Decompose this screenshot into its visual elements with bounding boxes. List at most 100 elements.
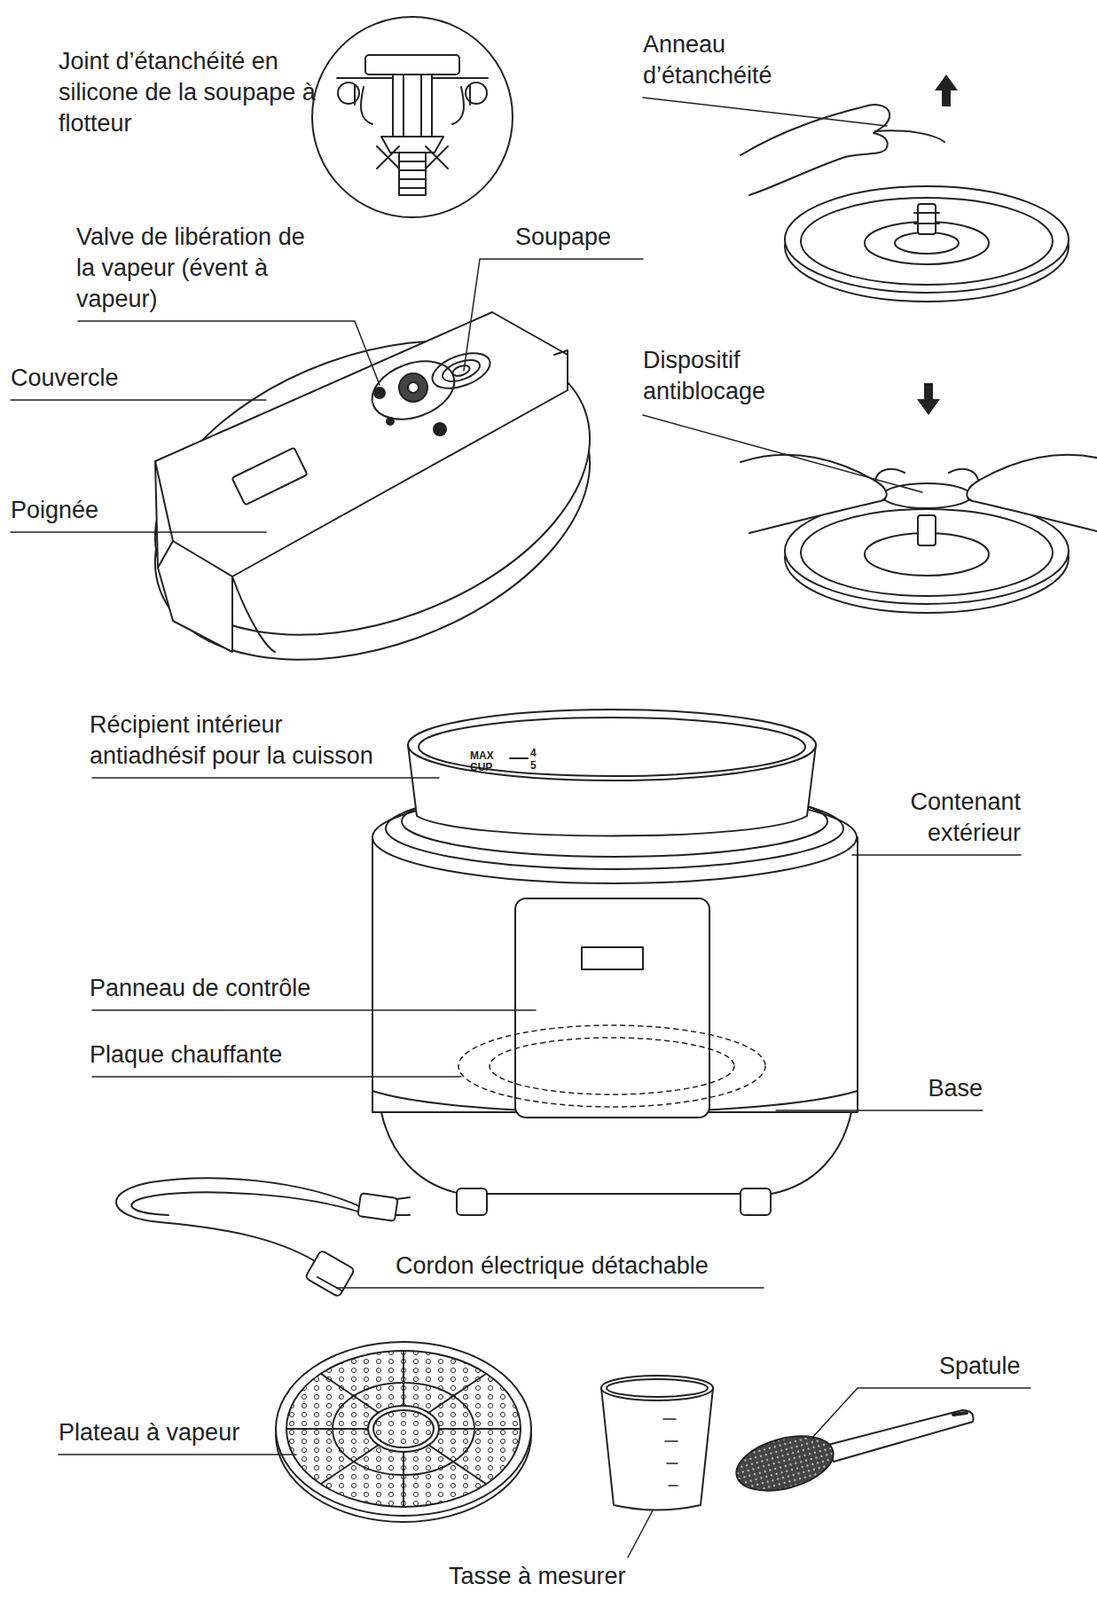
heating-plate bbox=[458, 1025, 766, 1107]
arrow-up bbox=[934, 74, 958, 107]
pot-marking: CUP bbox=[470, 761, 493, 774]
inner-pot bbox=[407, 709, 816, 837]
part-label: Panneau de contrôle bbox=[89, 972, 311, 1004]
lid-ring-removal-part bbox=[917, 203, 936, 235]
measuring-cup-part bbox=[663, 1418, 678, 1486]
part-label: Tasse à mesurer bbox=[448, 1560, 627, 1592]
leader-lines-part bbox=[463, 258, 643, 371]
leader-lines bbox=[10, 97, 1031, 1558]
lid-ring-removal-part bbox=[784, 186, 1069, 293]
lid-antiblock-part bbox=[948, 469, 979, 480]
pot-marking: 4 bbox=[530, 747, 537, 760]
leader-lines-part bbox=[852, 854, 1021, 856]
power-cord-part bbox=[357, 1192, 398, 1222]
lid-antiblock-part bbox=[917, 515, 936, 546]
cooker-base-part bbox=[456, 1188, 487, 1215]
valve-detail-part bbox=[381, 136, 444, 153]
lid bbox=[114, 285, 631, 715]
leader-lines-part bbox=[627, 1510, 653, 1558]
lid-antiblock-part bbox=[882, 483, 972, 509]
part-label: Contenant extérieur bbox=[869, 786, 1021, 849]
arrow-down bbox=[916, 383, 941, 416]
spatula-part bbox=[953, 1412, 967, 1415]
spatula-part bbox=[824, 1410, 974, 1462]
part-label: Joint d’étanchéité en silicone de la sou… bbox=[58, 46, 316, 140]
lid-part bbox=[407, 382, 419, 393]
lid-part bbox=[427, 345, 495, 395]
leader-lines-part bbox=[775, 1109, 983, 1112]
valve-detail-part bbox=[403, 74, 422, 137]
leader-lines-part bbox=[642, 97, 887, 126]
lid-part bbox=[232, 576, 275, 652]
cooker-base bbox=[372, 785, 858, 1215]
valve-detail bbox=[312, 16, 513, 218]
part-label: Anneau d’étanchéité bbox=[642, 29, 830, 92]
inner-pot-part bbox=[418, 717, 806, 776]
part-label: Cordon électrique détachable bbox=[395, 1250, 709, 1282]
valve-detail-part bbox=[465, 82, 487, 104]
lid-part bbox=[364, 350, 463, 430]
power-cord-part bbox=[396, 1197, 410, 1215]
lid-antiblock-part bbox=[740, 454, 887, 533]
power-cord-part bbox=[305, 1249, 355, 1297]
lid-antiblock bbox=[740, 454, 1097, 613]
measuring-cup-part bbox=[601, 1387, 714, 1511]
valve-detail-part bbox=[392, 74, 432, 137]
lid-part bbox=[114, 285, 631, 690]
leader-lines-part bbox=[811, 1387, 1031, 1439]
leader-lines-part bbox=[10, 399, 267, 401]
lid-part bbox=[374, 387, 385, 399]
lid-part bbox=[231, 447, 307, 506]
leader-lines-part bbox=[10, 531, 267, 533]
lid-ring-removal-part bbox=[914, 212, 940, 224]
lid-antiblock-part bbox=[875, 469, 905, 480]
control-panel-part bbox=[581, 947, 643, 970]
valve-detail-part bbox=[337, 82, 360, 104]
valve-detail-part bbox=[312, 16, 513, 218]
lid-part bbox=[554, 350, 568, 382]
lid-part bbox=[439, 355, 483, 386]
part-label: Plateau à vapeur bbox=[58, 1417, 240, 1449]
measuring-cup-part bbox=[601, 1375, 714, 1401]
part-label: Couvercle bbox=[10, 362, 119, 394]
lid-part bbox=[451, 363, 471, 378]
steamer-tray bbox=[275, 1341, 532, 1522]
measuring-cup bbox=[601, 1375, 714, 1511]
heating-plate-part bbox=[458, 1025, 766, 1107]
leader-lines-part bbox=[336, 1286, 764, 1289]
lid-ring-removal bbox=[740, 104, 1069, 302]
pot-marking: 5 bbox=[530, 760, 537, 772]
valve-detail-part bbox=[360, 86, 464, 125]
steamer-tray-part bbox=[275, 1341, 532, 1516]
lid-antiblock-part bbox=[966, 454, 1097, 533]
leader-lines-part bbox=[78, 321, 380, 385]
measuring-cup-part bbox=[606, 1379, 708, 1397]
part-label: Soupape bbox=[515, 221, 612, 253]
power-cord bbox=[116, 1177, 410, 1297]
spatula bbox=[730, 1410, 974, 1501]
steamer-tray-part bbox=[373, 1410, 434, 1448]
lid-part bbox=[155, 461, 173, 541]
lid-part bbox=[157, 540, 233, 577]
part-label: Plaque chauffante bbox=[89, 1039, 283, 1071]
part-label: Récipient intérieur antiadhésif pour la … bbox=[89, 709, 405, 772]
inner-pot-part bbox=[407, 709, 816, 781]
inner-pot-part bbox=[509, 757, 528, 760]
steamer-tray-part bbox=[286, 1350, 521, 1507]
lid-part bbox=[433, 423, 447, 436]
valve-detail-part bbox=[365, 54, 460, 75]
control-panel bbox=[515, 898, 710, 1118]
leader-lines-part bbox=[58, 1453, 297, 1456]
power-cord-part bbox=[131, 1191, 364, 1215]
lid-ring-removal-part bbox=[740, 104, 890, 196]
part-label: Poignée bbox=[10, 494, 99, 526]
control-panel-part bbox=[515, 898, 710, 1118]
part-label: Spatule bbox=[939, 1350, 1021, 1382]
lid-ring-removal-part bbox=[894, 232, 959, 254]
spatula-part bbox=[730, 1426, 840, 1500]
valve-detail-part bbox=[399, 152, 426, 196]
leader-lines-part bbox=[92, 776, 439, 779]
heating-plate-part bbox=[489, 1037, 735, 1095]
lid-ring-removal-part bbox=[875, 130, 945, 142]
